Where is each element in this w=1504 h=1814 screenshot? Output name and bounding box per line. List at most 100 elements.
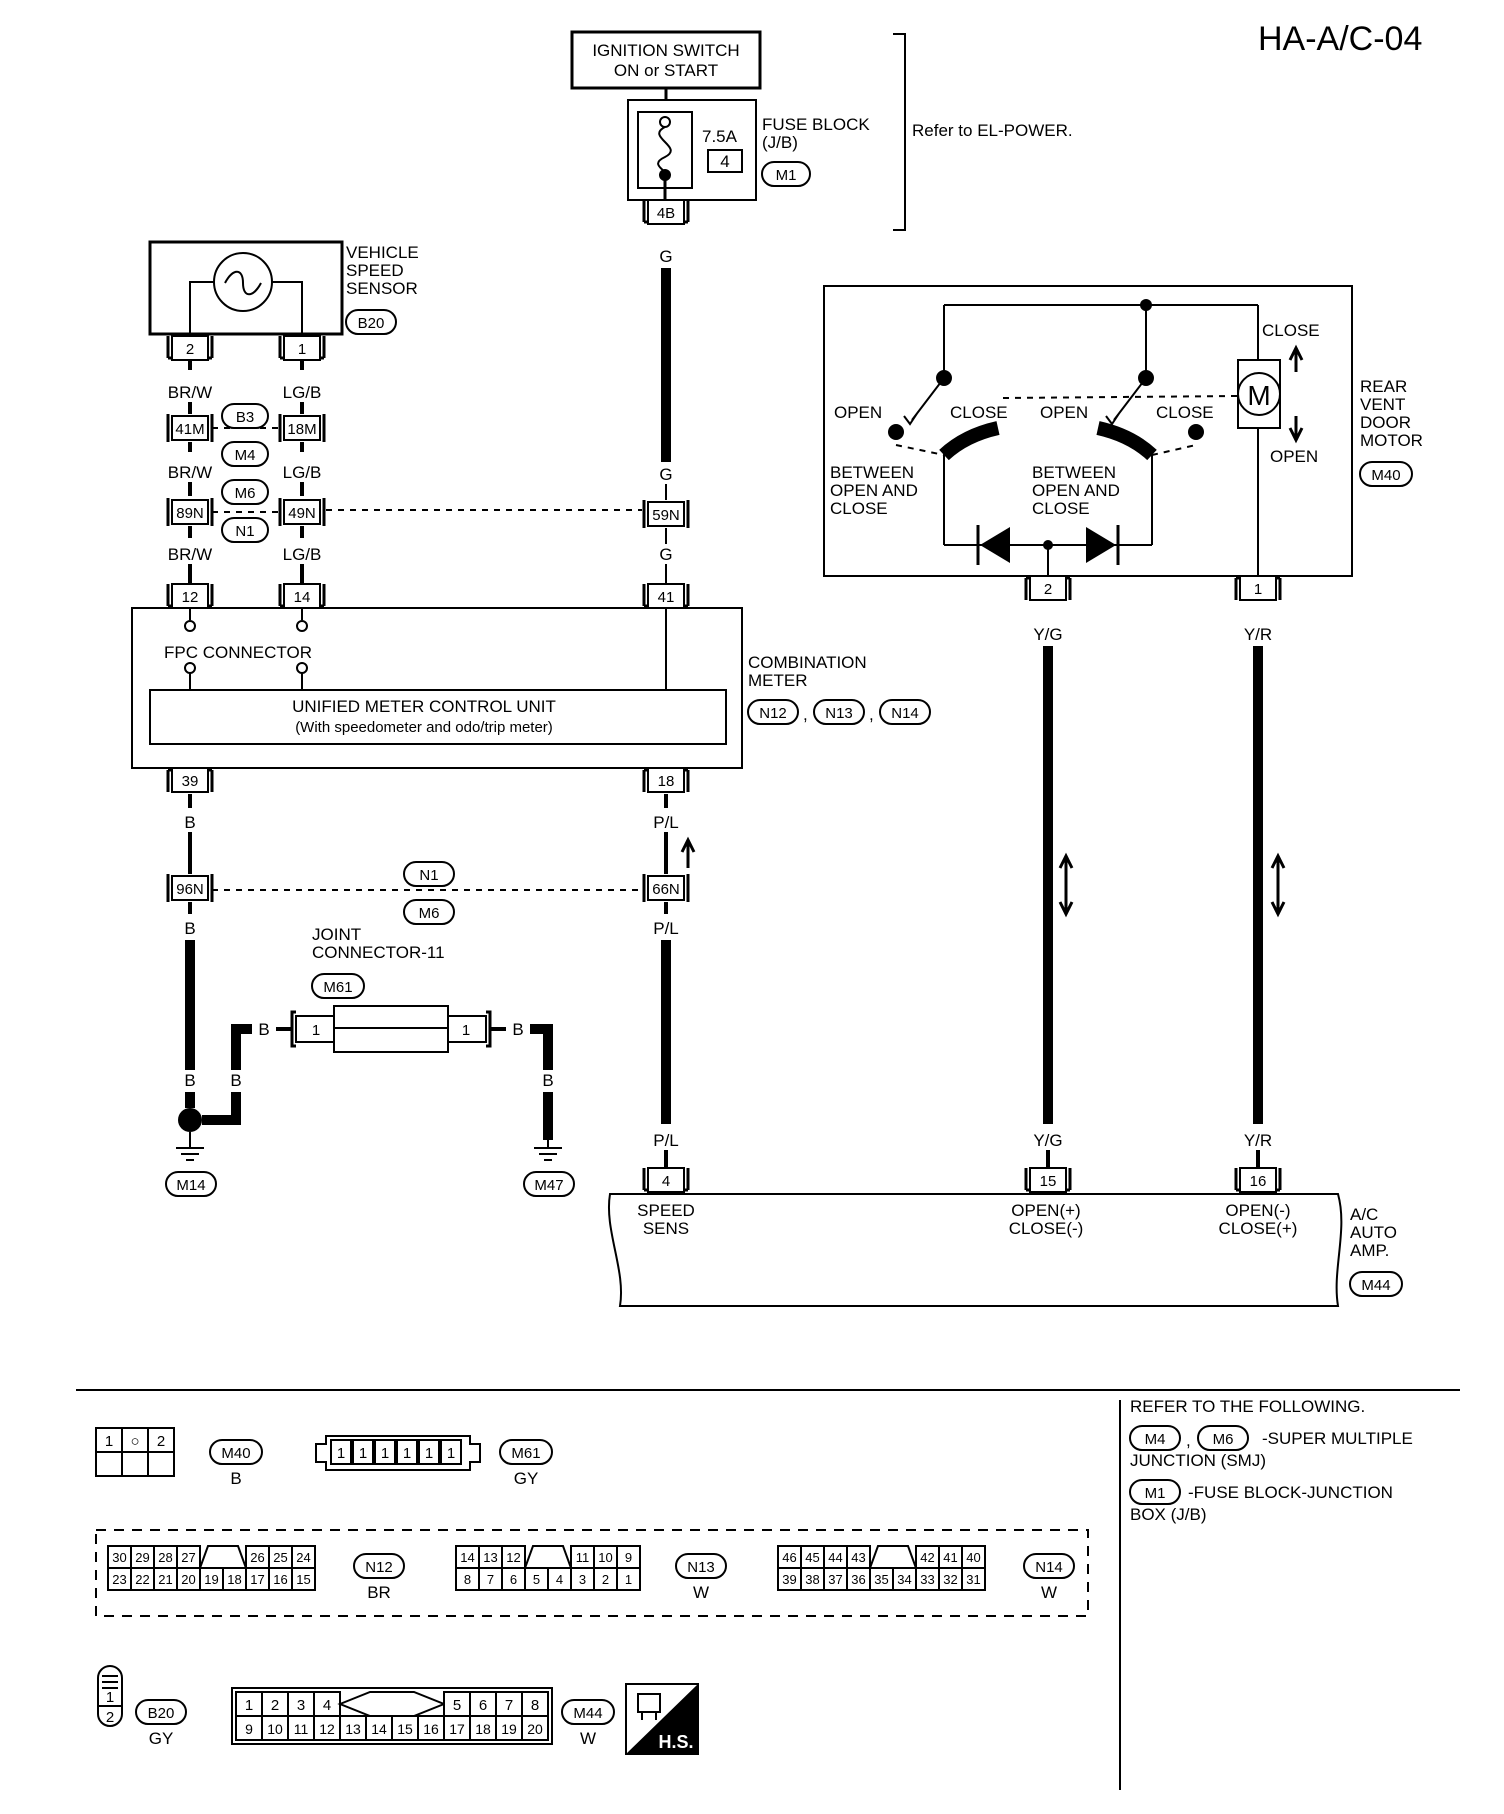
pin-59n: 59N [652,507,680,524]
n12-cell: 28 [158,1550,172,1565]
amp-oc1a: OPEN(+) [1011,1201,1080,1220]
ground-icon-2 [534,1147,562,1161]
refer-heading: REFER TO THE FOLLOWING. [1130,1397,1365,1416]
switch2-between-3: CLOSE [1032,499,1090,518]
fuse-number: 4 [720,152,729,171]
m61-cell-box [396,1439,418,1465]
legend-n14-color: W [1041,1583,1057,1602]
motor-label-4: MOTOR [1360,431,1423,450]
joint-pin-left: 1 [312,1022,320,1039]
n12-cell: 30 [112,1550,126,1565]
m44-cell: 19 [501,1721,517,1737]
motor-label-1: REAR [1360,377,1407,396]
wire-label-b-3: B [184,1071,195,1090]
n14-cell: 40 [966,1550,980,1565]
refer-smj-1: -SUPER MULTIPLE [1262,1429,1413,1448]
switch2-between-2: OPEN AND [1032,481,1120,500]
vss-pin-1: 1 [298,341,306,358]
m44-cell: 1 [245,1697,253,1714]
legend-n13-color: W [693,1583,709,1602]
amp-oc2a: OPEN(-) [1225,1201,1290,1220]
n13-cell: 11 [576,1550,590,1565]
wire-label-pl-3: P/L [653,1131,679,1150]
m61-cell-box [418,1439,440,1465]
n12-cell: 16 [273,1572,287,1587]
vss-label-2: SPEED [346,261,404,280]
wire-label-brw-3: BR/W [168,545,212,564]
m44-cell-box [521,1691,549,1717]
switch1-close: CLOSE [950,403,1008,422]
wire-label-lgb-1: LG/B [283,383,322,402]
legend-m61-color: GY [514,1469,539,1488]
m44-cell: 11 [294,1721,309,1737]
wire-label-yg-1: Y/G [1033,625,1062,644]
m44-cell: 8 [531,1697,539,1714]
m61-cell: 1 [447,1445,455,1462]
n13-cell: 1 [625,1572,632,1587]
motor-label-3: DOOR [1360,413,1411,432]
n12-cell: 20 [181,1572,195,1587]
refer-smj-2: JUNCTION (SMJ) [1130,1451,1266,1470]
wire-label-brw-2: BR/W [168,463,212,482]
legend-combination-group [95,1529,1089,1617]
n14-cell: 35 [874,1572,888,1587]
n13-cell: 8 [464,1572,471,1587]
n14-cell: 36 [851,1572,865,1587]
wire-label-b-4: B [230,1071,241,1090]
n14-cell: 39 [782,1572,796,1587]
n13-cell: 7 [487,1572,494,1587]
joint-conn: M61 [323,979,352,996]
wire-label-yr-2: Y/R [1244,1131,1272,1150]
ignition-label-2: ON or START [614,61,718,80]
wire-label-b-2: B [184,919,195,938]
switch1-open: OPEN [834,403,882,422]
connector-notch [523,1545,573,1569]
amp-pin-4: 4 [662,1173,670,1190]
m44-cell-box [339,1715,367,1741]
n12-cell: 18 [227,1572,241,1587]
fuse-label-2: (J/B) [762,133,798,152]
m44-cell: 4 [323,1697,331,1714]
connector-notch [868,1545,918,1569]
n14-cell: 45 [805,1550,819,1565]
legend-m44-conn: M44 [573,1705,602,1722]
unit-label-2: (With speedometer and odo/trip meter) [295,719,553,736]
refer-conn-m4: M4 [1145,1431,1166,1448]
vss-label-3: SENSOR [346,279,418,298]
pin-12: 12 [182,589,199,606]
n14-cell: 33 [920,1572,934,1587]
n12-cell: 29 [135,1550,149,1565]
m44-cell: 7 [505,1697,513,1714]
refer-power: Refer to EL-POWER. [912,121,1073,140]
diode-icon-1 [980,527,1010,563]
m44-cell: 9 [245,1721,253,1737]
m44-cell: 18 [475,1721,491,1737]
n14-cell-box [961,1567,986,1591]
n14-cell: 44 [828,1550,842,1565]
joint-pin-right: 1 [462,1022,470,1039]
switch1-between-1: BETWEEN [830,463,914,482]
n13-cell: 2 [602,1572,609,1587]
wire-label-g-3: G [659,545,672,564]
conn-m4: M4 [235,447,256,464]
m61-cell-box [440,1439,462,1465]
m61-cell-box [374,1439,396,1465]
wire-label-b-1: B [184,813,195,832]
motor-pin-2: 2 [1044,581,1052,598]
m44-cell-box [521,1715,549,1741]
n13-cell: 14 [460,1550,474,1565]
fuse-label-1: FUSE BLOCK [762,115,870,134]
n13-cell: 12 [506,1550,520,1565]
motor-conn: M40 [1371,467,1400,484]
unit-label-1: UNIFIED METER CONTROL UNIT [292,697,556,716]
pin-4b: 4B [657,205,675,222]
wire-label-b-joint-r: B [512,1020,523,1039]
n12-cell: 25 [273,1550,287,1565]
ac-auto-amp [608,1193,1343,1307]
wire-label-yr-1: Y/R [1244,625,1272,644]
amp-label-3: AMP. [1350,1241,1389,1260]
amp-oc1b: CLOSE(-) [1009,1219,1084,1238]
n13-cell: 5 [533,1572,540,1587]
